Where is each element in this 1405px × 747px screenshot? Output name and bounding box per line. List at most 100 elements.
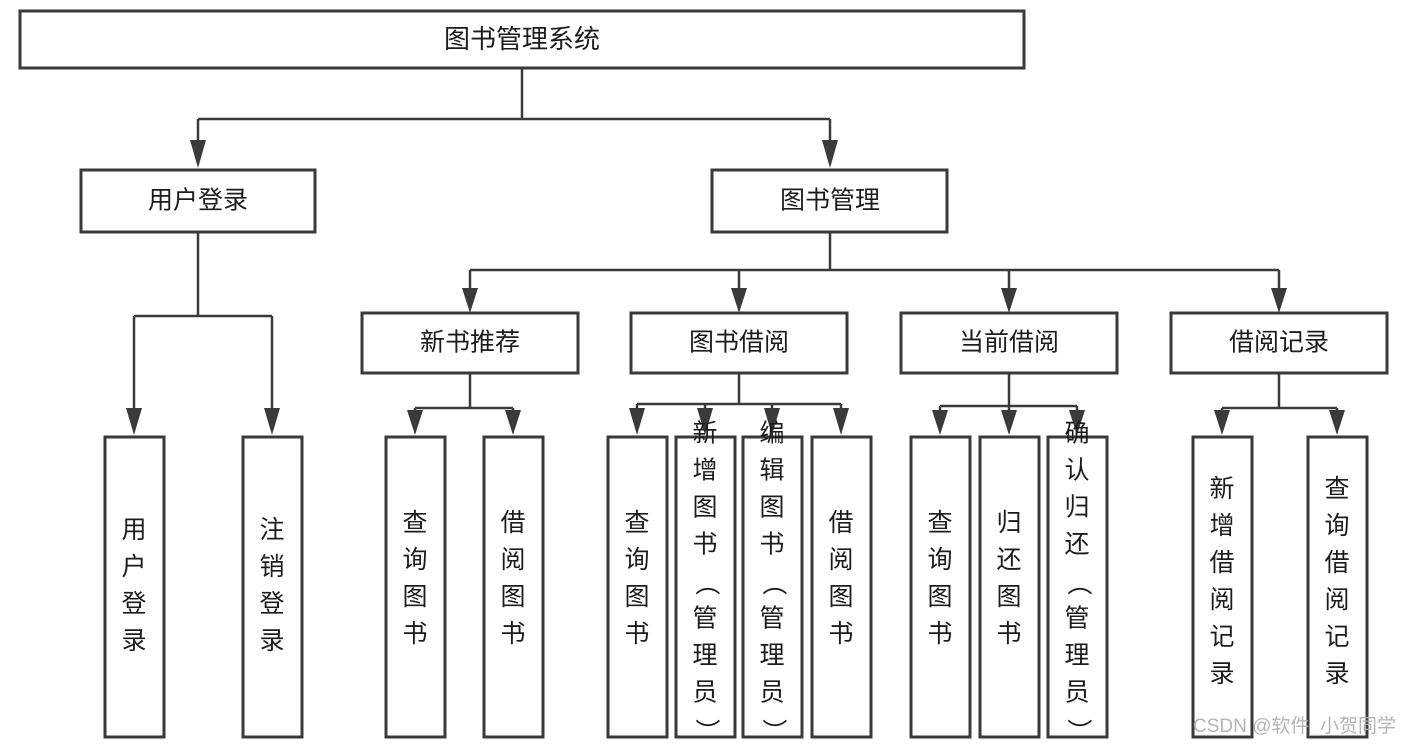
node-book-management[interactable]: 图书管理: [710, 168, 949, 234]
svg-text:图: 图: [500, 583, 525, 611]
leaf-box: [1191, 435, 1254, 739]
arrow-user-login-leaf-1: [264, 408, 280, 435]
arrow-to-current-borrow: [1001, 288, 1017, 313]
svg-text:编: 编: [759, 420, 784, 448]
node-user-login-label: 用户登录: [148, 187, 248, 215]
leaf-box: [741, 435, 804, 739]
svg-text:阅: 阅: [828, 546, 853, 574]
svg-text:询: 询: [927, 546, 952, 574]
svg-text:图: 图: [759, 494, 784, 522]
node-new-book-recommend[interactable]: 新书推荐: [360, 311, 580, 375]
svg-text:询: 询: [402, 546, 427, 574]
svg-text:图: 图: [402, 583, 427, 611]
svg-text:辑: 辑: [759, 457, 784, 485]
node-book-borrow[interactable]: 图书借阅: [629, 311, 849, 375]
csdn-watermark: CSDN @软件_小贺同学: [1193, 715, 1396, 737]
arrow-newbook-leaf-1: [505, 410, 521, 435]
svg-text:录: 录: [121, 627, 146, 655]
leaf-box: [241, 435, 304, 739]
node-root-system[interactable]: 图书管理系统: [18, 9, 1026, 70]
svg-text:询: 询: [624, 546, 649, 574]
svg-text:借: 借: [500, 509, 525, 537]
svg-text:还: 还: [996, 546, 1021, 574]
svg-text:查: 查: [624, 509, 649, 537]
svg-text:管: 管: [759, 605, 784, 633]
svg-text:）: ）: [1064, 718, 1092, 743]
connector-layer: [126, 68, 1345, 435]
svg-text:查: 查: [402, 509, 427, 537]
svg-text:理: 理: [692, 642, 717, 670]
leaf-box: [482, 435, 545, 739]
svg-text:登: 登: [121, 590, 146, 618]
svg-text:）: ）: [692, 718, 720, 743]
arrow-cb-leaf-1: [1001, 410, 1017, 435]
node-borrow-records[interactable]: 借阅记录: [1169, 311, 1389, 375]
leaf-box: [674, 435, 737, 739]
node-new-book-recommend-label: 新书推荐: [420, 329, 520, 357]
node-user-login-box: [79, 168, 317, 234]
svg-text:增: 增: [692, 457, 717, 485]
node-current-borrow-label: 当前借阅: [959, 329, 1059, 357]
svg-text:书: 书: [996, 620, 1021, 648]
arrow-cb-leaf-0: [932, 410, 948, 435]
arrow-to-new-book: [462, 288, 478, 313]
leaf-user-login-0[interactable]: 用户登录: [103, 435, 166, 739]
svg-text:理: 理: [1064, 642, 1089, 670]
leaf-box: [909, 435, 972, 739]
node-new-book-recommend-box: [360, 311, 580, 375]
svg-text:（: （: [759, 570, 787, 595]
svg-text:）: ）: [759, 718, 787, 743]
arrow-bb-leaf-2: [764, 408, 780, 435]
svg-text:书: 书: [402, 620, 427, 648]
svg-text:书: 书: [624, 620, 649, 648]
svg-text:录: 录: [1324, 660, 1349, 688]
svg-text:图: 图: [624, 583, 649, 611]
leaf-box: [978, 435, 1041, 739]
svg-text:录: 录: [259, 627, 284, 655]
svg-text:图: 图: [996, 583, 1021, 611]
leaf-box: [1046, 435, 1109, 739]
svg-text:借: 借: [1209, 549, 1234, 577]
svg-text:图: 图: [828, 583, 853, 611]
node-book-management-label: 图书管理: [780, 187, 880, 215]
svg-text:借: 借: [1324, 549, 1349, 577]
svg-text:书: 书: [692, 531, 717, 559]
svg-text:确: 确: [1064, 420, 1089, 448]
svg-text:阅: 阅: [500, 546, 525, 574]
leaf-box: [606, 435, 669, 739]
arrow-to-borrow-records: [1271, 288, 1287, 313]
svg-text:理: 理: [759, 642, 784, 670]
svg-text:询: 询: [1324, 512, 1349, 540]
leaf-box: [384, 435, 447, 739]
node-borrow-records-label: 借阅记录: [1229, 329, 1329, 357]
leaf-box: [810, 435, 873, 739]
svg-text:记: 记: [1209, 623, 1234, 651]
node-user-login[interactable]: 用户登录: [79, 168, 317, 234]
svg-text:新: 新: [692, 420, 717, 448]
node-current-borrow[interactable]: 当前借阅: [899, 311, 1119, 375]
svg-text:员: 员: [692, 679, 717, 707]
node-book-borrow-box: [629, 311, 849, 375]
